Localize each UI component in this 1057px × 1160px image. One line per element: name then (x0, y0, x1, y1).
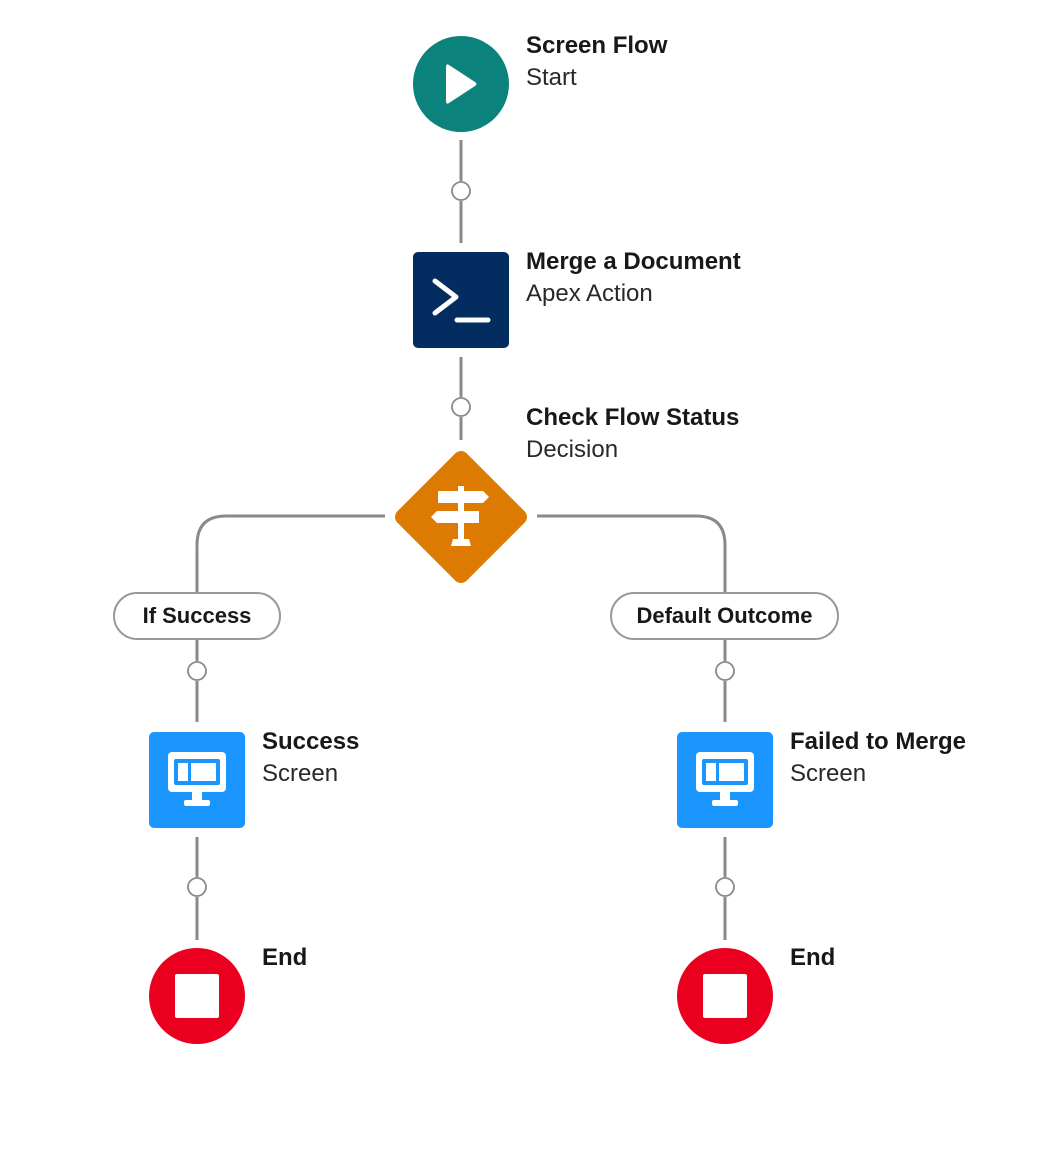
node-type: Screen (262, 760, 339, 787)
success-screen-node[interactable] (149, 732, 245, 828)
end-node-right[interactable] (677, 948, 773, 1044)
apex-node-label: Merge a Document Apex Action (526, 246, 741, 310)
decision-node[interactable] (392, 448, 531, 587)
screen-icon (168, 752, 226, 806)
end-node-left[interactable] (149, 948, 245, 1044)
apex-action-node[interactable] (413, 252, 509, 348)
signpost-icon (431, 486, 489, 546)
node-title: Failed to Merge (790, 728, 967, 755)
outcome-label-if-success[interactable]: If Success (142, 603, 252, 628)
node-title: End (790, 944, 836, 971)
outcome-pill-default-outcome[interactable] (610, 592, 839, 640)
stop-icon (175, 974, 219, 1018)
add-element-button[interactable] (715, 661, 735, 681)
branch-connector-left (195, 514, 385, 592)
decision-node-label: Check Flow Status Decision (526, 402, 739, 466)
node-type: Apex Action (526, 280, 653, 307)
failed-to-merge-screen-node[interactable] (677, 732, 773, 828)
terminal-icon (432, 278, 491, 323)
add-element-button[interactable] (187, 661, 207, 681)
success-node-label: Success Screen (262, 726, 359, 790)
node-title: End (262, 944, 308, 971)
node-type: Decision (526, 436, 619, 463)
add-element-button[interactable] (715, 877, 735, 897)
outcome-pill-if-success[interactable] (113, 592, 281, 640)
node-title: Screen Flow (526, 32, 668, 59)
end-right-label: End (790, 942, 835, 974)
failed-node-label: Failed to Merge Screen (790, 726, 966, 790)
node-title: Merge a Document (526, 248, 741, 275)
start-node-label: Screen Flow Start (526, 30, 667, 94)
node-title: Check Flow Status (526, 404, 740, 431)
node-type: Start (526, 64, 577, 91)
add-element-button[interactable] (187, 877, 207, 897)
branch-connector-right (537, 514, 727, 592)
node-title: Success (262, 728, 360, 755)
start-node[interactable] (413, 36, 509, 132)
stop-icon (703, 974, 747, 1018)
screen-icon (696, 752, 754, 806)
play-icon (446, 64, 477, 104)
node-type: Screen (790, 760, 867, 787)
add-element-button[interactable] (451, 397, 471, 417)
outcome-label-default-outcome[interactable]: Default Outcome (636, 603, 813, 628)
end-left-label: End (262, 942, 307, 974)
add-element-button[interactable] (451, 181, 471, 201)
